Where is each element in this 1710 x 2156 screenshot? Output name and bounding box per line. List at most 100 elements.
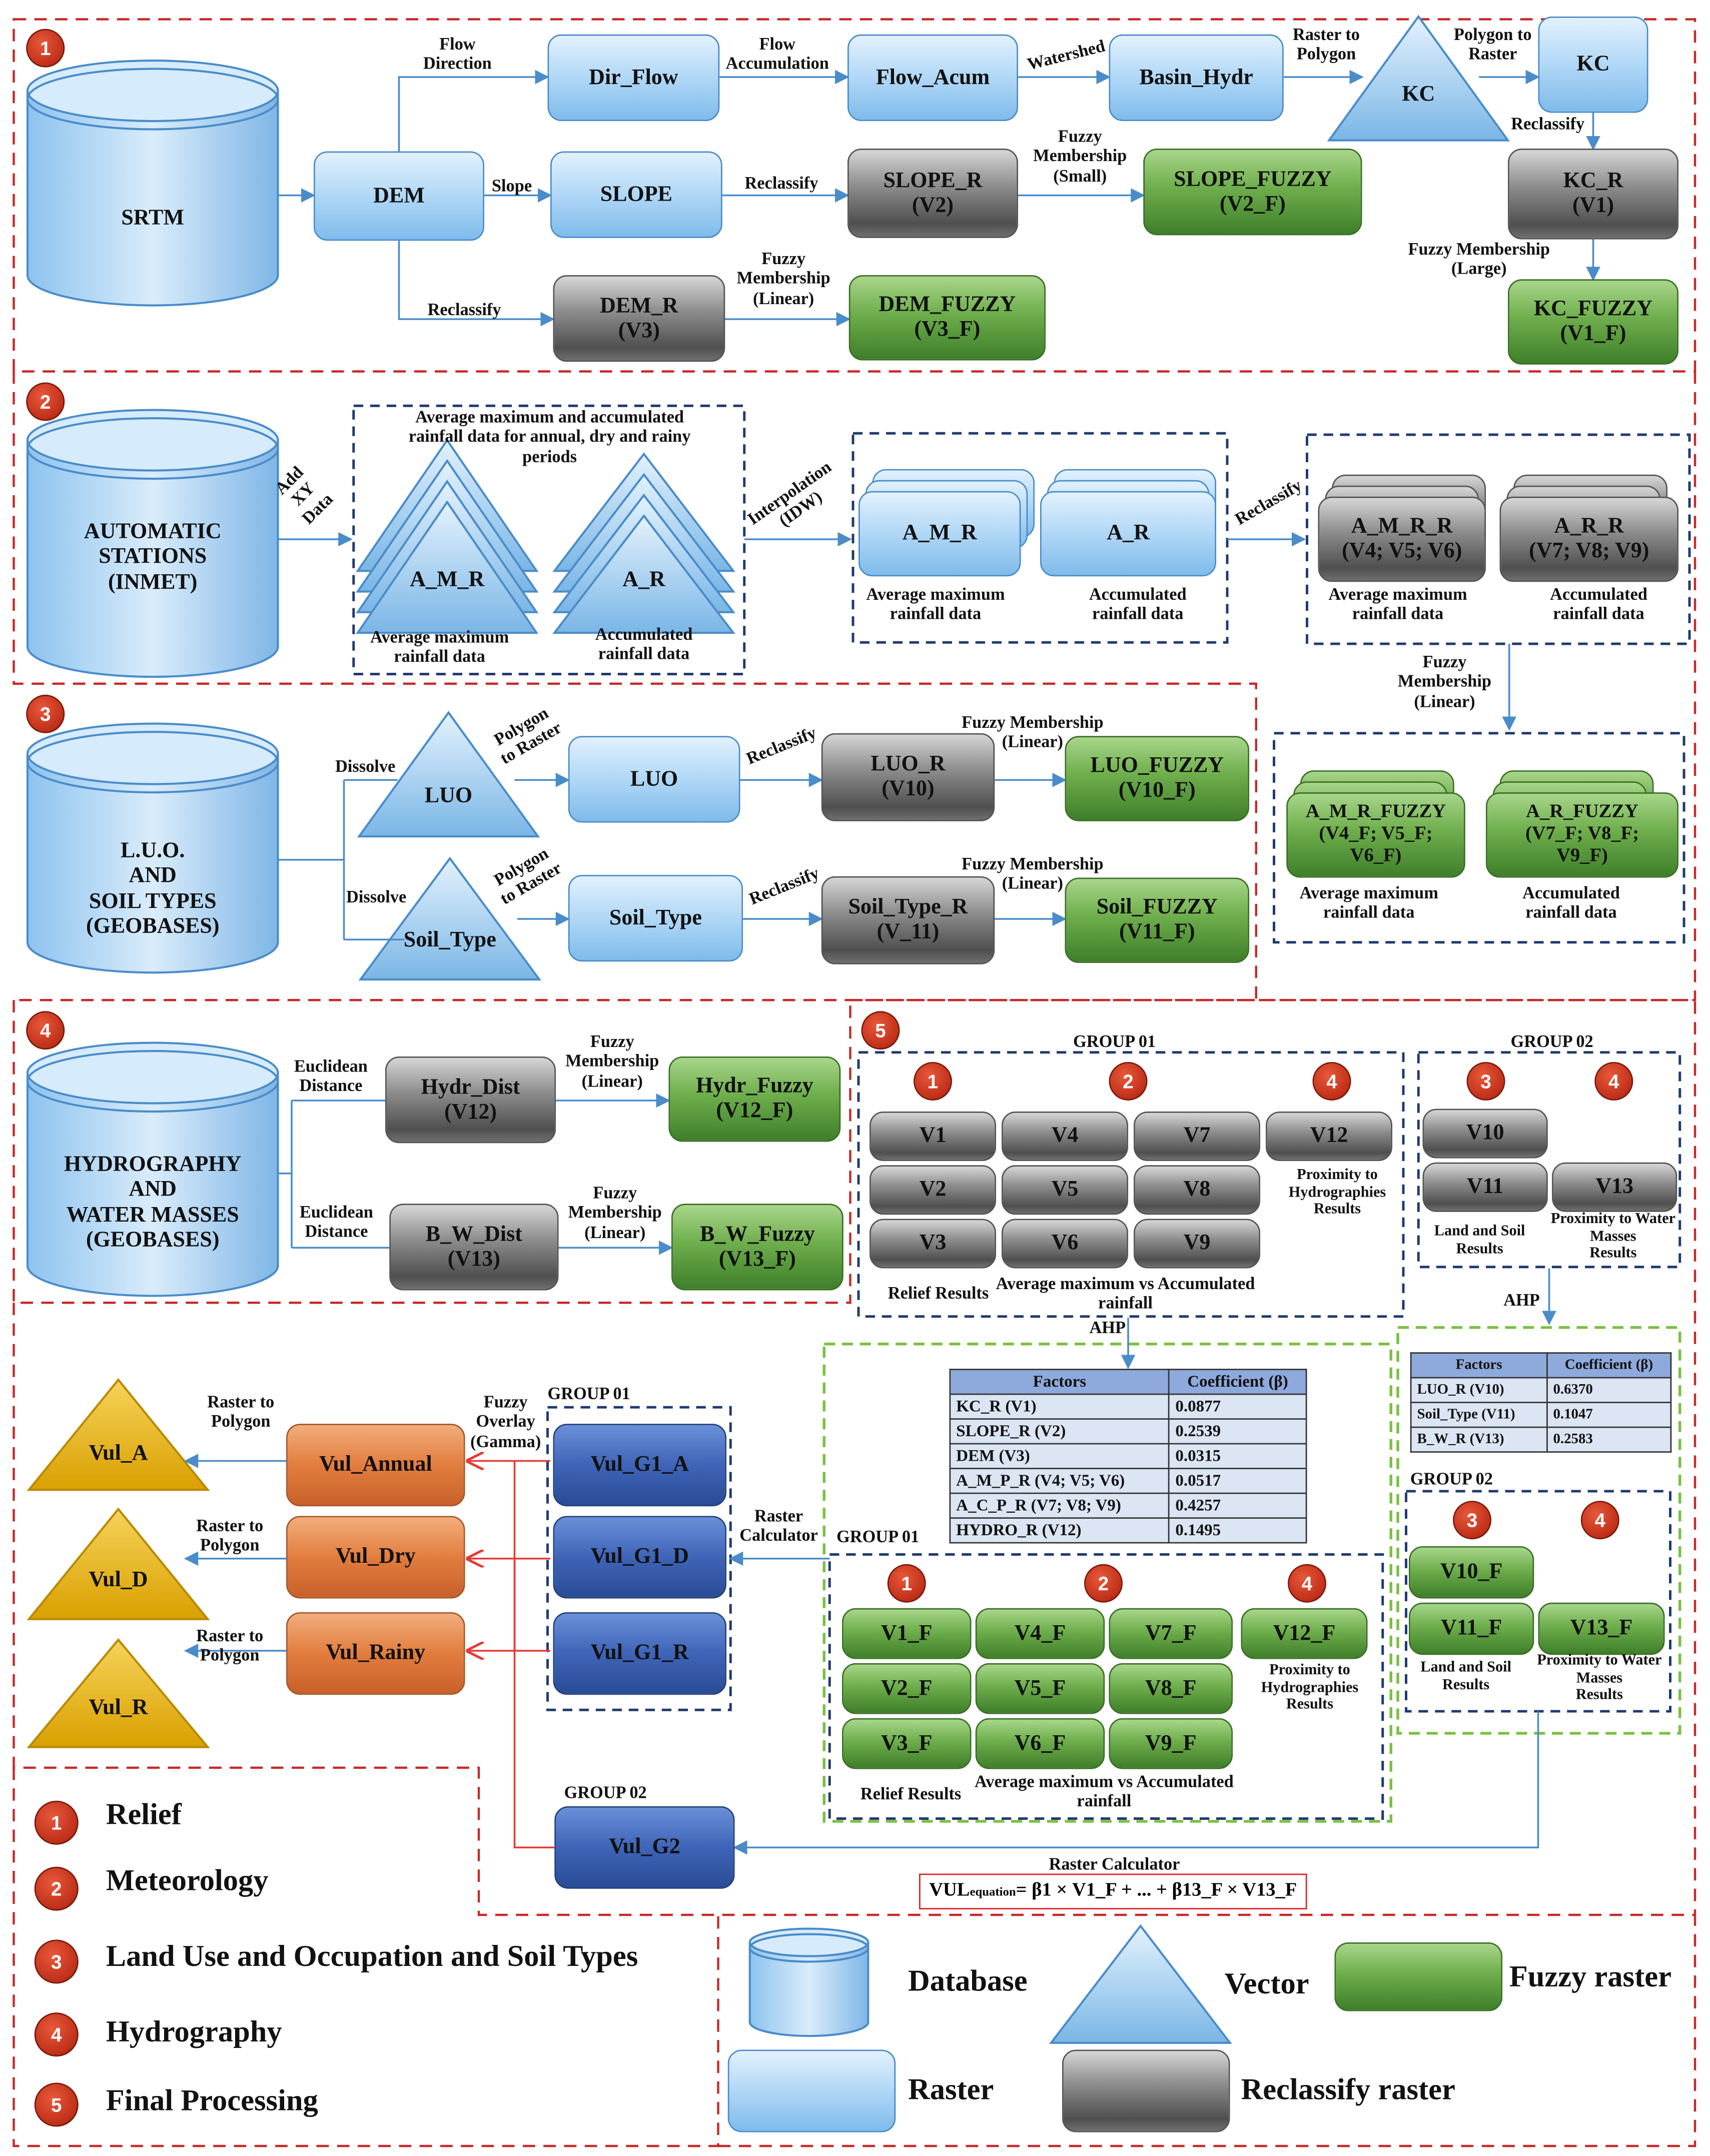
label-fuzzy-luo: Fuzzy Membership (Linear) xyxy=(962,712,1104,752)
label-r2p-dry: Raster to Polygon xyxy=(196,1516,264,1555)
var-v6-f: V6_F xyxy=(975,1718,1105,1769)
luo-vector: LUO xyxy=(424,784,473,808)
table1-cell: 0.1495 xyxy=(1168,1517,1307,1544)
label-slope: Slope xyxy=(491,176,532,196)
fg2-badge-4: 4 xyxy=(1580,1501,1619,1540)
table2-cell: 0.6370 xyxy=(1546,1377,1672,1403)
soil-vector: Soil_Type xyxy=(403,928,496,952)
hydrography-db: HYDROGRAPHY AND WATER MASSES (GEOBASES) xyxy=(64,1153,242,1252)
red-connectors xyxy=(468,1461,555,1849)
legend-reclassify-raster: Reclassify raster xyxy=(1241,2071,1455,2106)
var-v4-f: V4_F xyxy=(975,1608,1105,1659)
label-reclassify-slope: Reclassify xyxy=(744,173,818,193)
var-v12-f: V12_F xyxy=(1241,1608,1368,1659)
fuzzy-group02-title: GROUP 02 xyxy=(1410,1469,1493,1489)
caption-prox-hydr: Proximity to Hydrographies Results xyxy=(1288,1167,1386,1218)
caption-avg-fuzzy: Average maximum rainfall data xyxy=(1299,883,1438,922)
label-fuzzy-small: Fuzzy Membership (Small) xyxy=(1033,127,1127,186)
dem-fuzzy: DEM_FUZZY (V3_F) xyxy=(848,275,1046,361)
caption-relief-f: Relief Results xyxy=(860,1784,962,1804)
var-v13: V13 xyxy=(1552,1162,1677,1212)
legend-badge-1: 1 xyxy=(34,1800,79,1845)
legend-label-3: Land Use and Occupation and Soil Types xyxy=(106,1938,638,1973)
var-v10: V10 xyxy=(1422,1109,1548,1159)
table1-cell: A_M_P_R (V4; V5; V6) xyxy=(949,1468,1170,1494)
vul-rainy: Vul_Rainy xyxy=(286,1612,465,1695)
legend-reclass-swatch xyxy=(1062,2049,1230,2132)
vul-a-vector: Vul_A xyxy=(89,1442,148,1465)
luo-r-reclass: LUO_R (V10) xyxy=(821,733,995,821)
fg1-badge-4: 4 xyxy=(1288,1564,1326,1603)
group01-title: GROUP 01 xyxy=(1073,1031,1156,1051)
table1-cell: 0.0315 xyxy=(1168,1443,1307,1469)
inmet-db: AUTOMATIC STATIONS (INMET) xyxy=(84,520,222,594)
vul-connectors xyxy=(184,1454,286,1658)
caption-prox-water-f: Proximity to Water Masses Results xyxy=(1537,1652,1662,1704)
vul-d-vector: Vul_D xyxy=(89,1568,148,1592)
table1-cell: 0.0517 xyxy=(1168,1468,1307,1494)
caption-acc-tri: Accumulated rainfall data xyxy=(595,624,693,664)
label-fuzzy-bw: Fuzzy Membership (Linear) xyxy=(568,1183,662,1242)
var-v11: V11 xyxy=(1422,1162,1548,1212)
flow-acum-raster: Flow_Acum xyxy=(847,34,1018,121)
amr-vector: A_M_R xyxy=(410,568,485,592)
cylinders xyxy=(26,59,870,2037)
legend-vector: Vector xyxy=(1224,1965,1309,2000)
eq-rest: = β1 × V1_F + ... + β13_F × V13_F xyxy=(1016,1880,1297,1901)
var-v4: V4 xyxy=(1002,1112,1128,1161)
vul-g1-d: Vul_G1_D xyxy=(553,1516,726,1599)
table1-cell: 0.4257 xyxy=(1168,1492,1307,1519)
legend-badge-4: 4 xyxy=(34,2012,79,2057)
soil-fuzzy: Soil_FUZZY (V11_F) xyxy=(1065,877,1249,963)
slope-raster: SLOPE xyxy=(550,151,722,238)
label-r2p-annual: Raster to Polygon xyxy=(207,1392,275,1432)
caption-land-soil: Land and Soil Results xyxy=(1434,1223,1525,1257)
label-fuzzy-overlay: Fuzzy Overlay (Gamma) xyxy=(470,1392,541,1451)
vul-g2: Vul_G2 xyxy=(554,1806,735,1889)
label-fuzzy-linear-dem: Fuzzy Membership (Linear) xyxy=(736,249,830,308)
legend-raster: Raster xyxy=(908,2071,994,2106)
label-reclassify-kc: Reclassify xyxy=(1511,114,1585,134)
label-flow-accumulation: Flow Accumulation xyxy=(725,34,829,74)
amrr-reclass: A_M_R_R (V4; V5; V6) xyxy=(1318,496,1486,582)
table1-cell: A_C_P_R (V7; V8; V9) xyxy=(949,1492,1170,1519)
table1-cell: SLOPE_R (V2) xyxy=(949,1418,1170,1445)
legend-label-2: Meteorology xyxy=(106,1862,269,1897)
table1-header-factors: Factors xyxy=(949,1369,1170,1395)
fg2-badge-3: 3 xyxy=(1453,1501,1491,1540)
rainfall-group-title: Average maximum and accumulated rainfall… xyxy=(408,407,691,466)
ar-raster: A_R xyxy=(1040,491,1216,577)
table1-header-coef: Coefficient (β) xyxy=(1168,1369,1307,1395)
table2-cell: B_W_R (V13) xyxy=(1410,1426,1548,1453)
luo-soil-db: L.U.O. AND SOIL TYPES (GEOBASES) xyxy=(86,839,220,938)
var-v6: V6 xyxy=(1002,1219,1128,1269)
var-v10-f: V10_F xyxy=(1409,1546,1534,1599)
connectors xyxy=(278,70,1600,1855)
fuzzy-group01-title: GROUP 01 xyxy=(836,1527,920,1547)
table1-cell: KC_R (V1) xyxy=(949,1393,1170,1420)
var-v9-f: V9_F xyxy=(1109,1718,1233,1769)
legend-database: Database xyxy=(908,1963,1028,1997)
slope-fuzzy: SLOPE_FUZZY (V2_F) xyxy=(1143,149,1362,236)
caption-avg-acc-f: Average maximum vs Accumulated rainfall xyxy=(974,1772,1234,1811)
eq-main: VUL xyxy=(929,1880,970,1901)
dem-r-reclass: DEM_R (V3) xyxy=(553,275,725,362)
label-fuzzy-large: Fuzzy Membership (Large) xyxy=(1408,239,1550,279)
ar-fuzzy: A_R_FUZZY (V7_F; V8_F; V9_F) xyxy=(1486,792,1678,878)
table2-cell: 0.1047 xyxy=(1546,1402,1672,1428)
arr-reclass: A_R_R (V7; V8; V9) xyxy=(1499,496,1678,582)
var-v13-f: V13_F xyxy=(1538,1602,1665,1655)
group02-title: GROUP 02 xyxy=(1510,1031,1593,1051)
section-badge-3: 3 xyxy=(26,694,65,733)
label-dissolve-luo: Dissolve xyxy=(335,756,396,776)
var-v7: V7 xyxy=(1134,1112,1260,1161)
vul-annual: Vul_Annual xyxy=(286,1424,465,1507)
caption-acc-reclass: Accumulated rainfall data xyxy=(1550,584,1647,624)
legend-badge-5: 5 xyxy=(34,2082,79,2127)
vul-r-vector: Vul_R xyxy=(89,1696,148,1720)
luo-raster: LUO xyxy=(568,736,740,823)
section-badge-4: 4 xyxy=(26,1011,65,1050)
